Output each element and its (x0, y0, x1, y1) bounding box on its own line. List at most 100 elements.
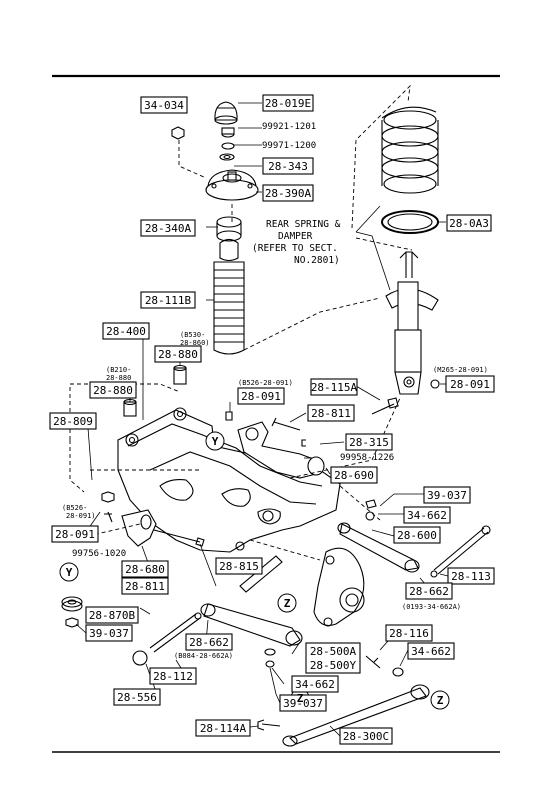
label-box-34-662a (403, 506, 451, 524)
label-box-28-091c (51, 525, 99, 543)
annotation-text: (M265-28-091) (433, 366, 488, 374)
label-box-34-662b (407, 642, 455, 660)
label-box-39-037a (423, 486, 471, 504)
part-number-label: 28-116 (389, 627, 429, 640)
label-box-28-870B (85, 606, 139, 624)
label-box-28-556 (113, 688, 161, 706)
part-number-label: 28-091 (450, 378, 490, 391)
label-box-28-019E (262, 94, 314, 112)
part-number-label: 28-880 (158, 348, 198, 361)
label-box-28-300C (339, 727, 393, 745)
label-box-28-111B (140, 291, 196, 309)
part-number-label: 28-809 (53, 415, 93, 428)
label-box-28-113 (447, 567, 495, 585)
part-number-label: 39-037 (283, 697, 323, 710)
label-box-28-662b (185, 633, 233, 651)
label-box-28-662a (405, 582, 453, 600)
annotation-text: DAMPER (278, 231, 313, 242)
label-box-28-091b (445, 375, 495, 393)
label-box-28-809 (49, 412, 97, 430)
part-number-label: 39-037 (89, 627, 129, 640)
leader-solid-lines (74, 102, 449, 737)
label-box-28-400 (102, 322, 150, 340)
part-number-label: 28-662 (189, 636, 229, 649)
callout-letter: Z (284, 597, 291, 610)
part-number-label: 28-600 (397, 529, 437, 542)
callout-letter: Y (66, 566, 73, 579)
part-number-label: 34-662 (295, 678, 335, 691)
annotation-text: (B526- (62, 504, 87, 512)
part-number-label: 28-113 (451, 570, 491, 583)
label-box-28-880a (154, 345, 202, 363)
part-number-label: 28-300C (343, 730, 389, 743)
annotation-text: NO.2801) (294, 255, 340, 266)
annotation-text: 99971-1200 (262, 141, 316, 151)
part-number-label: 28-115A (311, 381, 358, 394)
annotation-text: 28-880 (106, 374, 131, 382)
annotation-text: REAR SPRING & (266, 219, 341, 230)
label-box-28-112 (149, 667, 197, 685)
part-number-label: 28-811 (311, 407, 351, 420)
label-box-34-034 (140, 96, 188, 114)
part-number-label: 28-019E (265, 97, 311, 110)
label-box-28-600 (393, 526, 441, 544)
label-box-28-091a (237, 387, 285, 405)
label-box-28-500 (305, 642, 361, 674)
part-number-label: 34-662 (411, 645, 451, 658)
callout-letter: Y (212, 435, 219, 448)
part-number-label: 28-091 (55, 528, 95, 541)
part-number-label: 28-343 (268, 160, 308, 173)
annotation-text: (B530- (180, 331, 205, 339)
part-number-label: 28-390A (265, 187, 312, 200)
label-box-28-115A (310, 378, 358, 396)
label-box-28-114A (195, 719, 251, 737)
part-number-label: 28-0A3 (449, 217, 489, 230)
label-box-39-037c (279, 694, 327, 712)
label-box-28-690 (330, 466, 378, 484)
annotation-text: (B526-28-091) (238, 379, 293, 387)
part-drawings (61, 101, 491, 747)
annotation-text: 99921-1201 (262, 122, 316, 132)
annotation-text: (B084-28-662A) (174, 652, 233, 660)
label-box-28-390A (262, 184, 314, 202)
part-labels: 34-034 28-019E 28-343 28-390A 28-0A3 28-340A 2… (53, 97, 491, 743)
annotation-text: 99958-1226 (340, 453, 394, 463)
part-number-label: 28-880 (93, 384, 133, 397)
part-number-label: 28-556 (117, 691, 157, 704)
part-number-label: 28-870B (89, 609, 136, 622)
label-box-28-315 (345, 433, 393, 451)
part-number-label: 28-500Y (310, 659, 357, 672)
part-number-label: 28-111B (145, 294, 192, 307)
annotation-text: (REFER TO SECT. (252, 243, 338, 254)
part-number-label: 34-034 (144, 99, 184, 112)
label-box-28-0A3 (446, 214, 492, 232)
part-number-label: 28-500A (310, 645, 357, 658)
annotation-text: 99756-1020 (72, 549, 126, 559)
part-number-label: 28-811 (125, 580, 165, 593)
label-box-34-662c (291, 675, 339, 693)
part-number-label: 34-662 (407, 509, 447, 522)
part-number-label: 28-815 (219, 560, 259, 573)
part-number-label: 28-662 (409, 585, 449, 598)
part-number-label: 28-340A (145, 222, 192, 235)
label-box-28-680 (121, 560, 169, 578)
label-box-28-811a (307, 404, 355, 422)
part-number-label: 28-315 (349, 436, 389, 449)
part-number-label: 28-400 (106, 325, 146, 338)
label-box-28-811b (121, 577, 169, 595)
annotation-text: 28-091) (66, 512, 96, 520)
label-box-28-116 (385, 624, 433, 642)
part-number-label: 28-680 (125, 563, 165, 576)
label-box-28-340A (140, 219, 196, 237)
label-box-39-037b (85, 624, 133, 642)
part-number-label: 28-690 (334, 469, 374, 482)
label-box-28-343 (262, 157, 314, 175)
part-number-label: 28-091 (241, 390, 281, 403)
annotation-text: (0193-34-662A) (402, 603, 461, 611)
annotation-text: (B210- (106, 366, 131, 374)
label-boxes (49, 94, 495, 745)
callout-letter: Z (297, 692, 304, 705)
part-number-label: 28-112 (153, 670, 193, 683)
callout-letter: Z (437, 694, 444, 707)
